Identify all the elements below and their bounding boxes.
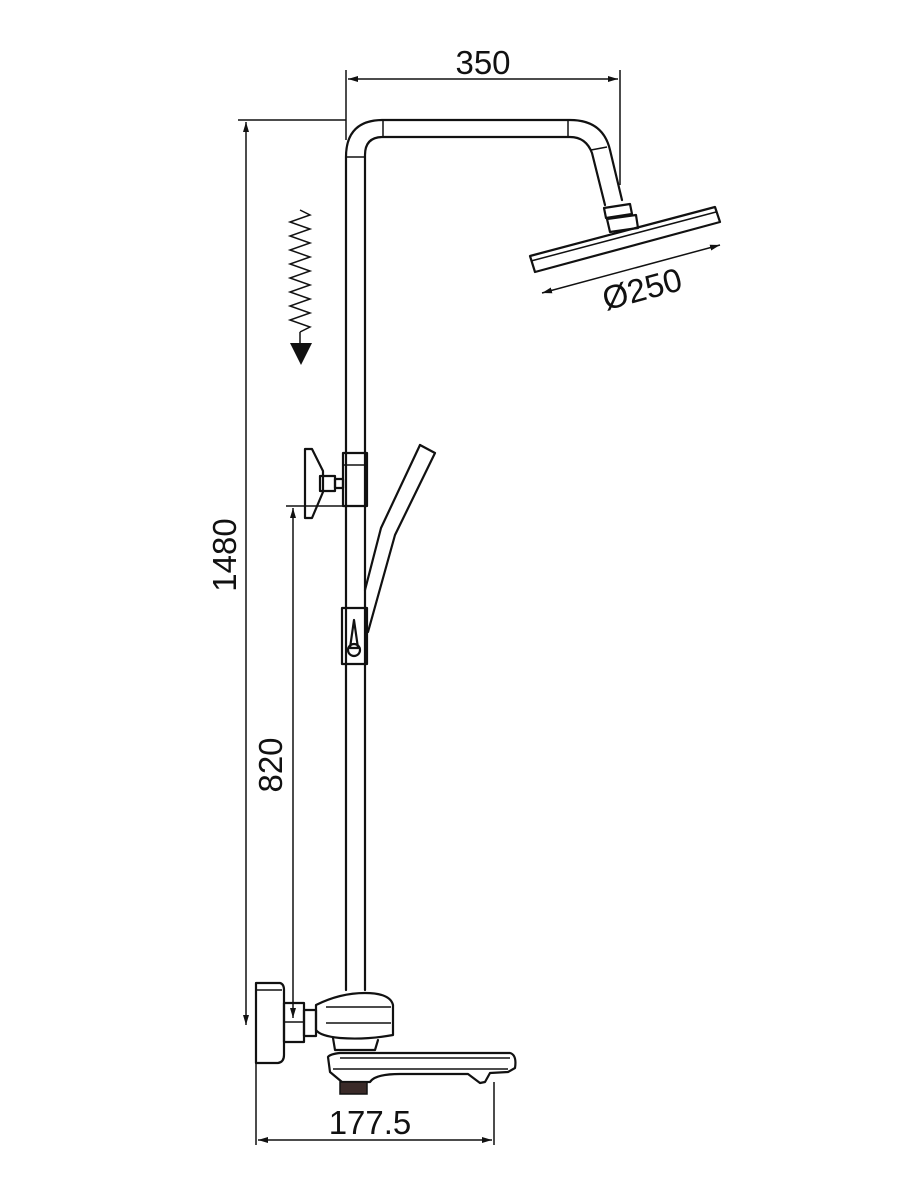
dimension-label-820: 820	[252, 737, 289, 792]
water-flow-arrow-icon	[287, 209, 313, 365]
hand-shower	[363, 443, 437, 634]
dimension-spout-depth: 177.5	[255, 1063, 495, 1145]
dimension-label-250: Ø250	[598, 261, 686, 318]
dimension-label-1480: 1480	[206, 518, 243, 591]
dimension-arm-reach: 350	[345, 44, 621, 185]
dimension-total-height: 1480	[206, 119, 346, 1025]
dimension-label-177-5: 177.5	[329, 1104, 412, 1141]
height-slider	[340, 606, 369, 666]
riser-pipe	[344, 118, 624, 992]
dimension-label-350: 350	[455, 44, 510, 81]
hand-shower-holder	[303, 447, 369, 520]
rain-shower-head: Ø250	[528, 202, 722, 318]
dimension-mixer-to-holder: 820	[252, 505, 343, 1018]
bath-mixer	[254, 981, 517, 1095]
